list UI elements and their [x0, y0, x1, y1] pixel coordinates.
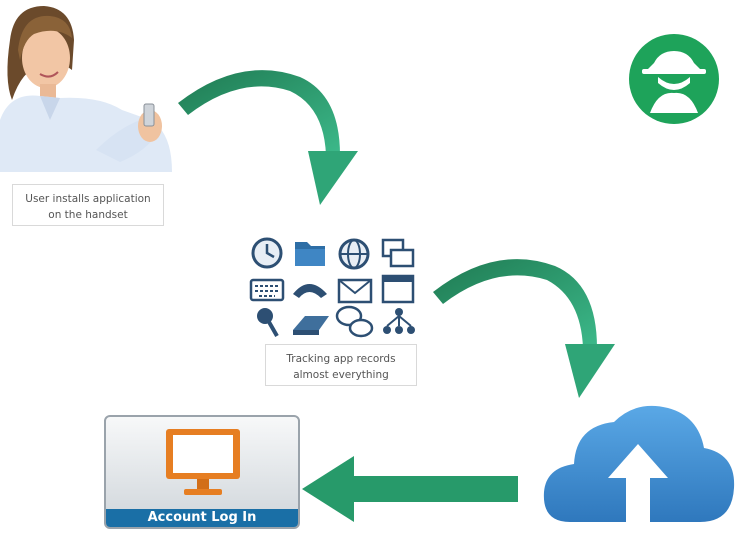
- caption-line: Tracking app records: [286, 353, 396, 365]
- keyboard-icon: [249, 278, 285, 302]
- step-caption-tracking: Tracking app records almost everything: [265, 344, 417, 386]
- user-photo: [0, 0, 175, 172]
- location-pin-icon: [257, 308, 279, 337]
- phone-icon: [293, 284, 327, 298]
- tracked-features-icon-grid: [249, 236, 417, 340]
- browser-window-icon: [381, 274, 415, 304]
- caption-line: almost everything: [293, 369, 389, 381]
- globe-icon: [338, 238, 370, 270]
- clock-icon: [251, 237, 283, 269]
- account-login-panel[interactable]: Account Log In: [104, 415, 300, 529]
- step-caption-install: User installs application on the handset: [12, 184, 164, 226]
- caption-line: on the handset: [48, 209, 128, 221]
- chat-bubbles-icon: [335, 305, 374, 338]
- folder-icon: [295, 242, 325, 266]
- windows-icon: [381, 238, 415, 268]
- network-icon: [383, 308, 415, 334]
- spy-icon: [628, 33, 720, 125]
- straight-arrow-cloud-to-account: [302, 456, 520, 522]
- caption-line: User installs application: [25, 193, 151, 205]
- cloud-upload-icon: [540, 392, 740, 532]
- storage-drive-icon: [293, 316, 329, 335]
- curved-arrow-tracking-to-cloud: [425, 248, 625, 408]
- account-login-label[interactable]: Account Log In: [106, 509, 298, 527]
- curved-arrow-install-to-tracking: [170, 55, 370, 215]
- mail-icon: [337, 278, 373, 304]
- monitor-icon: [164, 427, 242, 499]
